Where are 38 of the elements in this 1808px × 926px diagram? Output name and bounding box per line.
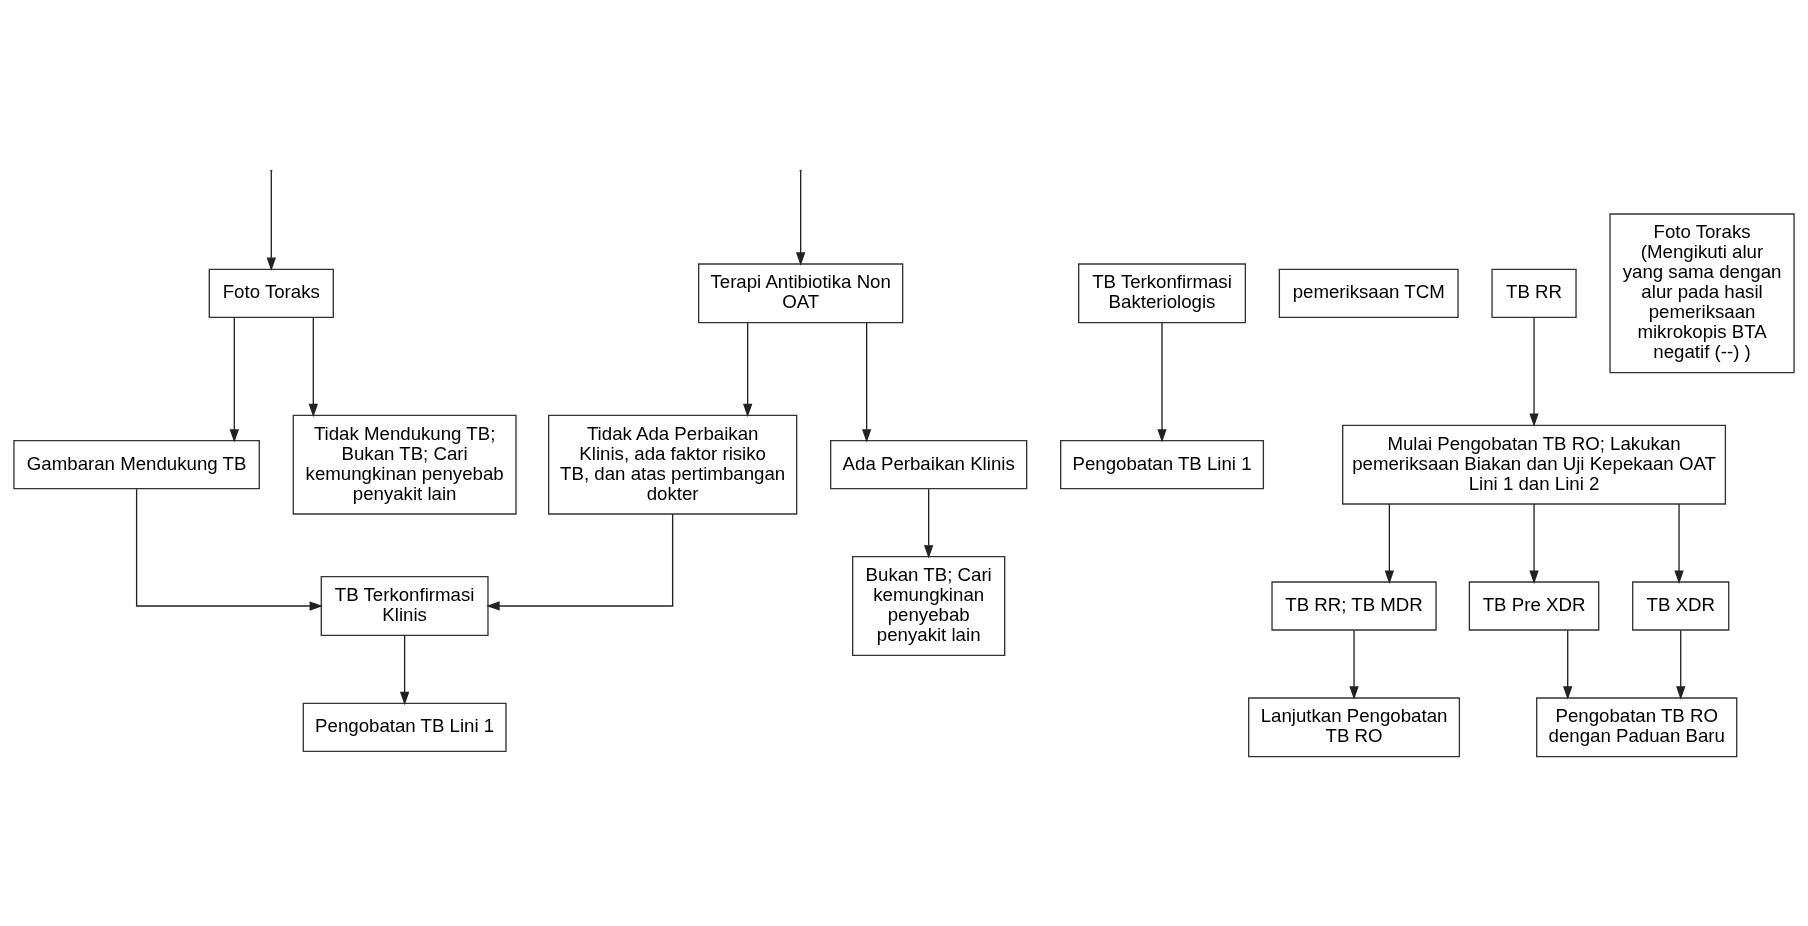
node-box: TB RR	[1491, 268, 1577, 318]
node-box: TB Terkonfirmasi Bakteriologis	[1078, 262, 1247, 323]
arrow	[1529, 502, 1539, 584]
node-box: pemeriksaan TCM	[1278, 268, 1459, 318]
node-box: TB Pre XDR	[1468, 580, 1600, 631]
arrow	[1563, 629, 1573, 700]
arrow	[308, 316, 318, 417]
node-box: Ada Perbaikan Klinis	[830, 439, 1028, 489]
arrow	[796, 170, 806, 266]
node-box: Bukan TB; Cari kemungkinan penyebab penyakit lain	[852, 555, 1006, 656]
node-box: Terapi Antibiotika Non OAT	[698, 262, 904, 323]
arrow	[266, 170, 276, 271]
node-box: TB Terkonfirmasi Klinis	[320, 575, 489, 636]
node-box: Pengobatan TB RO dengan Paduan Baru	[1536, 696, 1738, 757]
arrow	[1674, 502, 1684, 584]
arrow	[862, 321, 872, 443]
arrow	[399, 634, 410, 705]
arrow	[229, 316, 239, 443]
arrow	[1157, 321, 1167, 443]
node-box: Tidak Ada Perbaikan Klinis, ada faktor risiko TB, dan atas pertimbangan dokter	[547, 414, 798, 515]
arrow	[743, 321, 753, 417]
node-box: Pengobatan TB Lini 1	[1060, 439, 1265, 489]
node-box: Lanjutkan Pengobatan TB RO	[1248, 696, 1461, 757]
node-box: Tidak Mendukung TB; Bukan TB; Cari kemungkinan penyebab penyakit lain	[292, 414, 517, 515]
node-box: Foto Toraks (Mengikuti alur yang sama dengan alur pada hasil pemeriksaan mikrokopis BTA negatif (--) )	[1609, 212, 1795, 373]
arrow	[924, 488, 934, 558]
arrow	[135, 488, 323, 611]
node-box: Foto Toraks	[208, 268, 334, 318]
arrow	[1529, 316, 1539, 427]
arrow	[486, 512, 674, 611]
node-box: TB RR; TB MDR	[1271, 580, 1437, 631]
arrow	[1349, 629, 1359, 700]
node-box: Gambaran Mendukung TB	[13, 439, 260, 489]
node-box: Mulai Pengobatan TB RO; Lakukan pemeriksaan Biakan dan Uji Kepekaan OAT Lini 1 dan Lini 2	[1342, 424, 1727, 505]
arrow	[1384, 502, 1395, 584]
arrow	[1676, 629, 1686, 700]
node-box: TB XDR	[1632, 580, 1730, 631]
node-box: Pengobatan TB Lini 1	[302, 702, 507, 752]
